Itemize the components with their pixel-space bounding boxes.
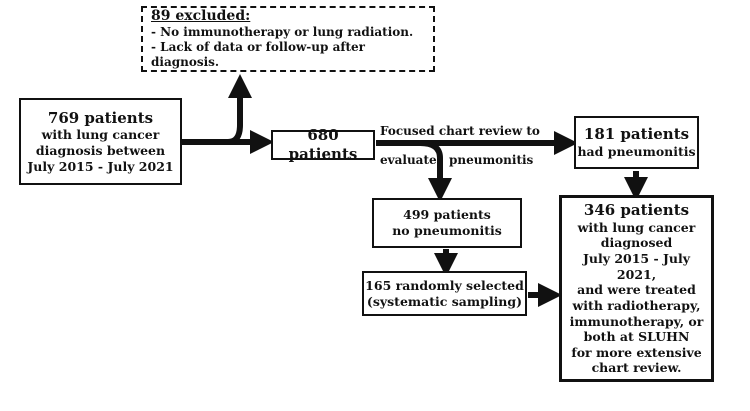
arrow-to-excluded [227, 74, 252, 145]
sampled-detail: 165 randomly selected [365, 277, 524, 293]
final-detail: and were treated [577, 282, 696, 298]
arrow-to-no-pneumonitis [419, 140, 452, 202]
excluded-reason: - No immunotherapy or lung radiation. [151, 25, 414, 40]
final-detail: for more extensive [571, 344, 702, 360]
pneumonitis-count: 181 patients [583, 125, 690, 144]
initial-detail: with lung cancer [41, 127, 160, 143]
reviewed-count: 680 patients [288, 126, 358, 163]
review-label: pneumonitis [449, 153, 534, 167]
review-label: Focused chart review to [380, 124, 540, 138]
no-pneumonitis-detail: no pneumonitis [392, 223, 502, 238]
final-detail: immunotherapy, or [569, 313, 704, 329]
excluded-box: 89 excluded: - No immunotherapy or lung … [141, 6, 435, 72]
final-count: 346 patients [583, 201, 690, 219]
final-detail: with radiotherapy, [572, 297, 701, 313]
pneumonitis-detail: had pneumonitis [577, 144, 696, 160]
no-pneumonitis-box: 499 patients no pneumonitis [372, 198, 522, 248]
initial-detail: diagnosis between [35, 143, 166, 159]
initial-count: 769 patients [47, 108, 154, 127]
initial-detail: July 2015 - July 2021 [27, 158, 174, 174]
final-detail: both at SLUHN [583, 329, 690, 345]
excluded-title: 89 excluded: [151, 7, 251, 24]
sampled-box: 165 randomly selected (systematic sampli… [362, 271, 527, 316]
sampled-detail: (systematic sampling) [366, 293, 523, 309]
final-detail: with lung cancer [577, 219, 696, 235]
no-pneumonitis-count: 499 patients [403, 207, 491, 223]
initial-cohort-box: 769 patients with lung cancer diagnosis … [19, 98, 182, 185]
reviewed-box: 680 patients [271, 126, 375, 163]
final-detail: chart review. [591, 360, 682, 376]
final-detail: July 2015 - July 2021, [582, 251, 691, 282]
review-label: evaluate [380, 153, 437, 167]
final-detail: diagnosed [600, 235, 673, 251]
final-cohort-box: 346 patients with lung cancer diagnosed … [559, 195, 714, 382]
pneumonitis-box: 181 patients had pneumonitis [574, 116, 699, 169]
excluded-reason: - Lack of data or follow-up after diagno… [151, 40, 366, 70]
